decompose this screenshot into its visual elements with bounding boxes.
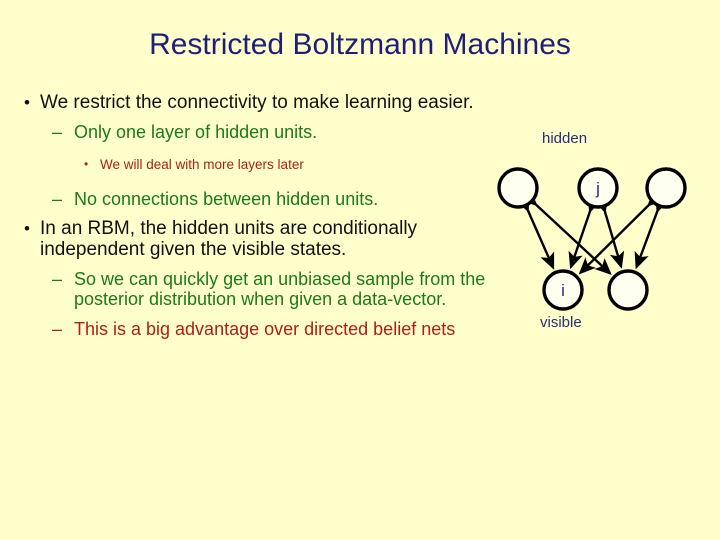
bullet-marker-dash: –: [52, 318, 63, 339]
bullet-text-4: No connections between hidden units.: [74, 188, 379, 209]
bullet-item-1: • We restrict the connectivity to make l…: [14, 92, 504, 113]
bullet-marker-dash: –: [52, 269, 63, 290]
spacer: [14, 260, 504, 269]
rbm-graph-svg: ji: [497, 167, 687, 311]
bullet-text-3: We will deal with more layers later: [100, 157, 304, 173]
node-circle: [542, 269, 584, 311]
page-title: Restricted Boltzmann Machines: [149, 28, 571, 61]
bullet-item-4: – No connections between hidden units.: [52, 189, 504, 209]
bullet-item-5: • In an RBM, the hidden units are condit…: [14, 218, 504, 261]
node-label: j: [595, 179, 600, 198]
bullet-marker-dash: –: [52, 188, 63, 209]
bullet-text-1: We restrict the connectivity to make lea…: [40, 92, 474, 113]
edge-h3-v2: [634, 194, 670, 270]
bullet-text-6: So we can quickly get an unbiased sample…: [74, 269, 486, 310]
node-label: i: [561, 281, 565, 300]
node-circle: [645, 167, 687, 209]
spacer: [14, 209, 504, 218]
node-visible-v1[interactable]: i: [542, 269, 584, 311]
spacer: [14, 173, 504, 189]
node-circle: [497, 167, 539, 209]
diagram-label-hidden: hidden: [542, 130, 588, 147]
edge-h1-v1: [515, 194, 555, 270]
bullet-text-7: This is a big advantage over directed be…: [74, 318, 456, 339]
bullet-marker-dash: –: [52, 122, 63, 143]
node-hidden-h1[interactable]: [497, 167, 539, 209]
bullet-marker-dot: •: [24, 93, 30, 112]
diagram-label-visible: visible: [540, 314, 582, 331]
bullet-item-3: • We will deal with more layers later: [84, 157, 504, 172]
bullet-item-2: – Only one layer of hidden units.: [52, 122, 504, 142]
node-hidden-h2[interactable]: j: [577, 167, 619, 209]
bullet-item-6: – So we can quickly get an unbiased samp…: [52, 269, 504, 309]
spacer: [14, 310, 504, 319]
bullet-marker-dot: •: [24, 218, 30, 238]
node-visible-v2[interactable]: [607, 269, 649, 311]
node-circle: [607, 269, 649, 311]
spacer: [14, 113, 504, 122]
bullet-list: • We restrict the connectivity to make l…: [14, 92, 504, 339]
node-hidden-h3[interactable]: [645, 167, 687, 209]
bullet-item-7: – This is a big advantage over directed …: [52, 319, 504, 339]
node-layer: ji: [497, 167, 687, 311]
spacer: [14, 142, 504, 157]
edge-layer: [515, 189, 670, 275]
bullet-text-5: In an RBM, the hidden units are conditio…: [40, 217, 418, 260]
bullet-text-2: Only one layer of hidden units.: [74, 122, 318, 143]
bullet-marker-dot: •: [84, 157, 89, 172]
node-circle: [577, 167, 619, 209]
